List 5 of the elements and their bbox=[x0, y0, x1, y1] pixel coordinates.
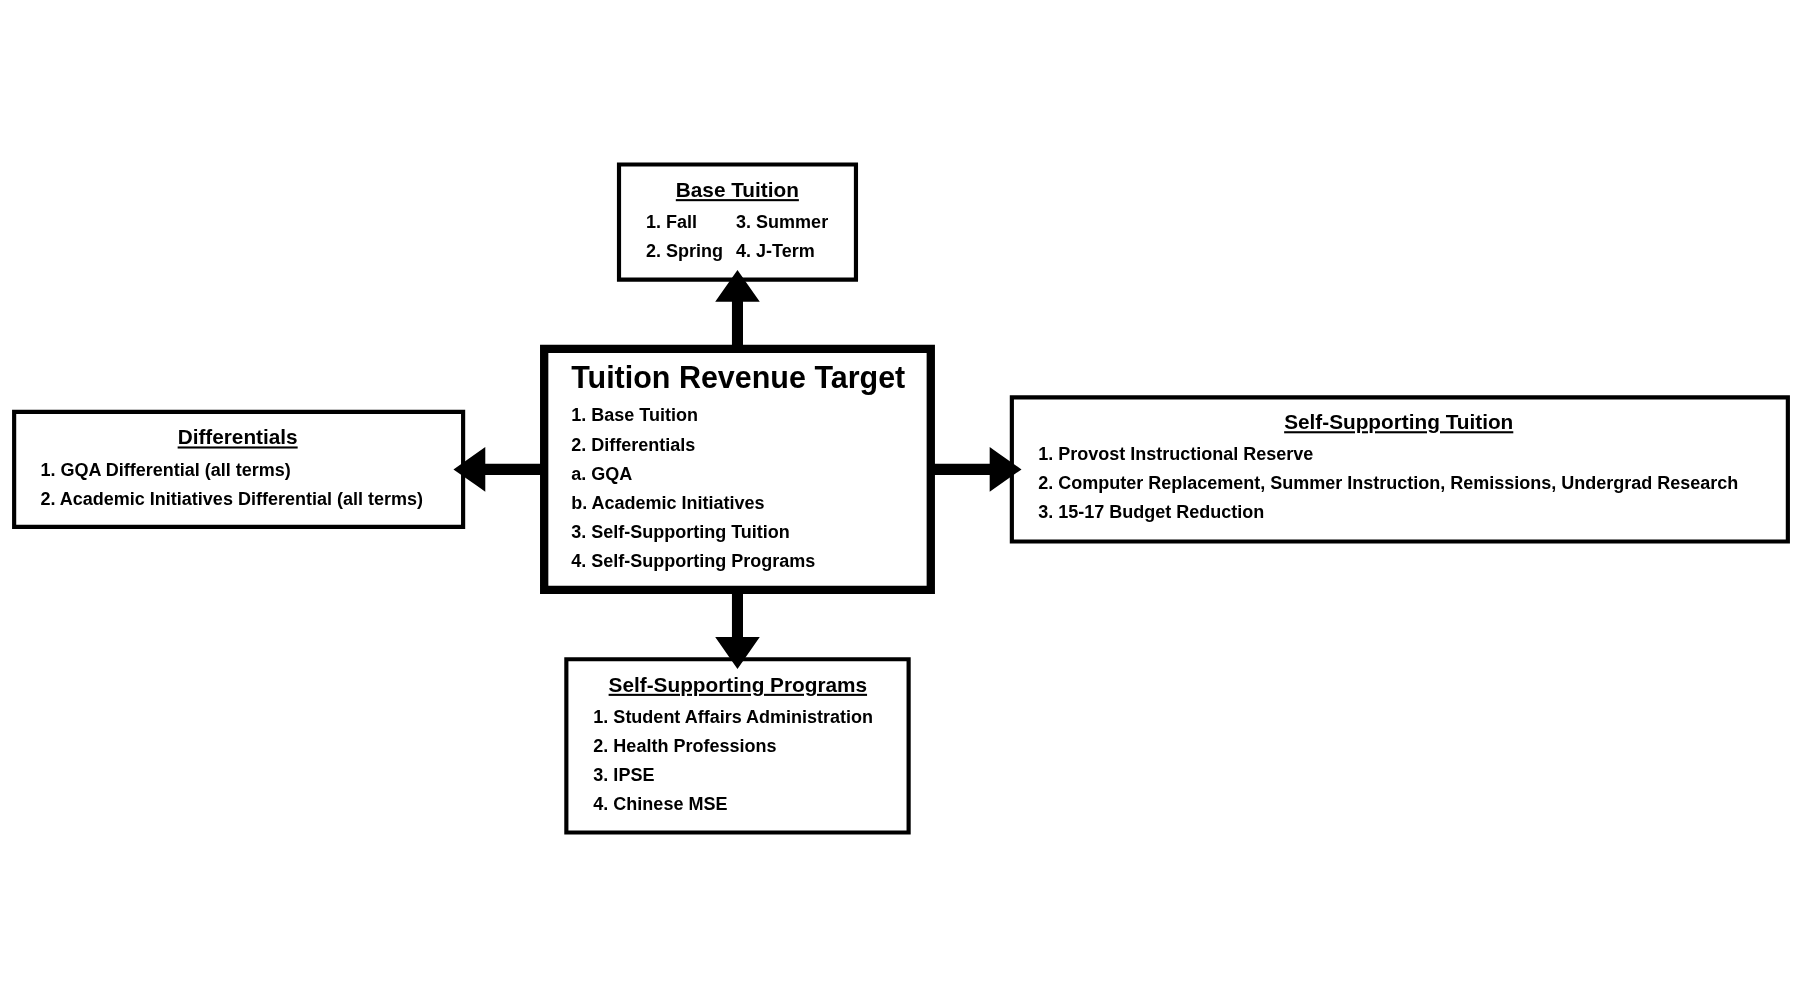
node-box: Self-Supporting Programs 1. Student Affairs Administration 2. Health Professions 3. IPSE 4. Chinese MSE bbox=[564, 656, 911, 835]
node-box: Self-Supporting Tuition 1. Provost Instructional Reserve 2. Computer Replacement, Summer Instruction, Remissions, Undergrad Research 3. 15-17 Budget Reduction bbox=[1009, 394, 1790, 544]
node-box: Differentials 1. GQA Differential (all terms) 2. Academic Initiatives Differential (all terms) bbox=[12, 409, 466, 529]
node-box: Tuition Revenue Target 1. Base Tuition 2. Differentials a. GQA b. Academic Initiatives 3. Self-Supporting Tuition 4. Self-Supporting Programs bbox=[540, 344, 935, 594]
node-box: Base Tuition 1. Fall 3. Summer 2. Spring 4. J-Term bbox=[616, 161, 859, 282]
